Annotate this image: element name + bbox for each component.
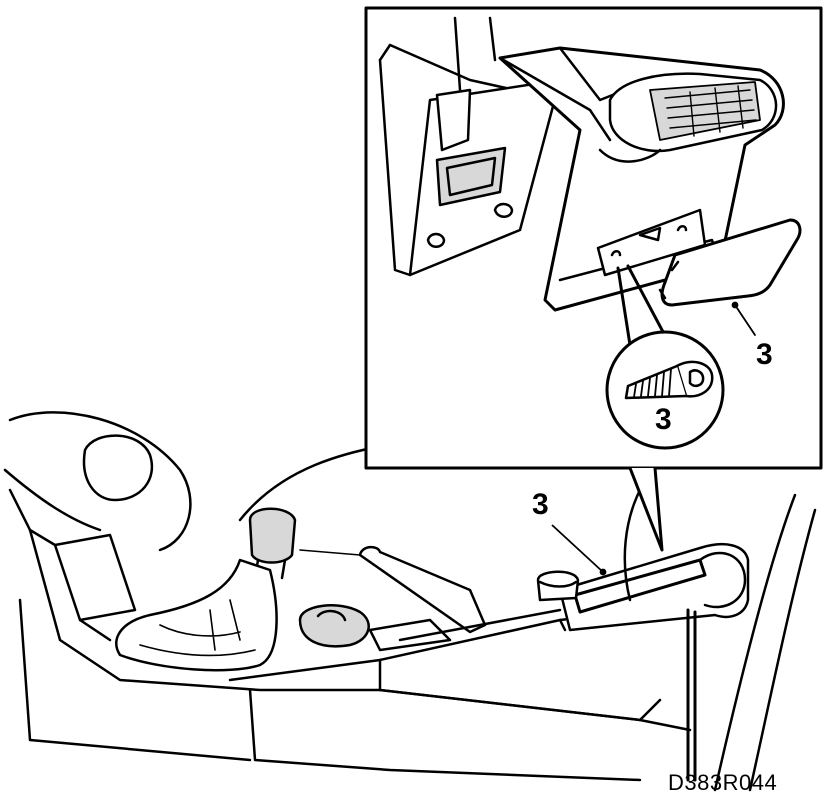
console-side [378, 618, 567, 692]
inset-vent-slats [664, 85, 757, 137]
handbrake-line [299, 549, 361, 556]
dashboard-curve [8, 411, 192, 552]
detail-inset [364, 6, 823, 552]
gear-boot [115, 558, 278, 672]
inset-cover-leader [734, 304, 756, 336]
console-rail [398, 608, 562, 642]
inset-cover-edge [658, 260, 680, 300]
floor-line [18, 598, 252, 762]
cup-holder-rim [538, 580, 578, 588]
screw-callout-label: 3 [655, 403, 672, 436]
left-panel-inner [28, 528, 112, 642]
inset-dash-clips [426, 202, 514, 248]
console-cutout [368, 618, 452, 652]
bottom-console-lip [378, 688, 662, 722]
inset-dash-tab [435, 88, 472, 152]
screw-head [675, 360, 714, 398]
dash-edge [3, 468, 102, 532]
cover-panel-3 [573, 558, 707, 614]
handbrake-base-hole [316, 609, 347, 622]
console-leg [686, 608, 697, 782]
inset-dash-edge [378, 58, 412, 277]
right-pillar [713, 493, 797, 792]
inset-dash-slot-inner [445, 156, 497, 197]
console-callout-label: 3 [532, 488, 549, 521]
inset-dash-slot [435, 146, 507, 207]
inset-cover-3 [660, 218, 802, 307]
floor-line-2 [248, 688, 642, 782]
console-callout-dot [599, 568, 607, 576]
cover-callout-label: 3 [756, 338, 773, 371]
console-callout-leader [551, 524, 604, 573]
figure-reference-code: D383R044 [668, 770, 778, 795]
inset-console-top [498, 56, 612, 142]
inset-pointer [628, 466, 664, 552]
screw-head-socket [688, 369, 705, 388]
right-pillar-2 [748, 508, 817, 792]
handbrake-grip [358, 545, 487, 634]
left-panel-box [53, 533, 137, 622]
main-scene [3, 411, 817, 792]
inset-bracket-holes [610, 225, 688, 257]
seat-curve [623, 488, 642, 602]
inset-top-lines [453, 16, 497, 92]
gear-boot-folds [139, 599, 256, 657]
cover-callout-dot [731, 301, 739, 309]
steering-column [82, 434, 153, 502]
rear-vent-ring [698, 551, 747, 609]
inset-console-face [598, 148, 662, 163]
screw-thread [633, 368, 672, 398]
